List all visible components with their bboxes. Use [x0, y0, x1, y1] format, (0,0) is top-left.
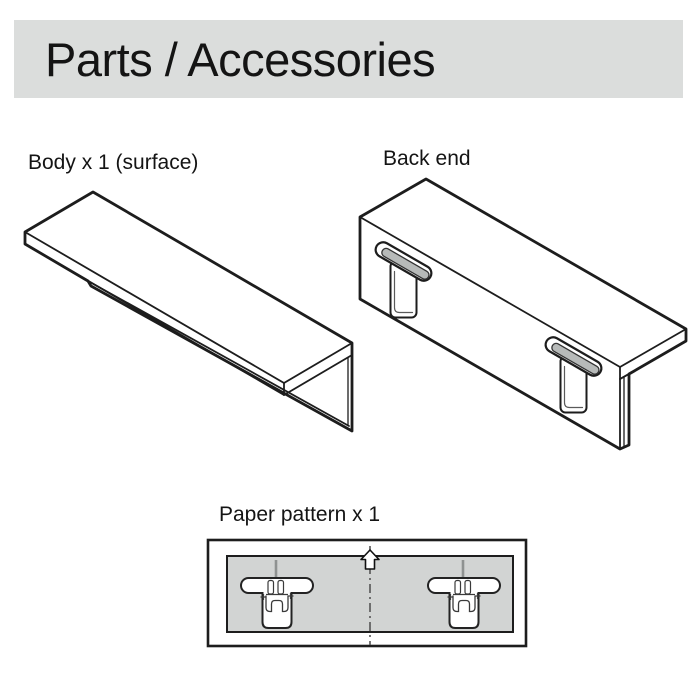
- paper-pattern-diagram: [206, 538, 528, 648]
- back-end-isometric-drawing: [358, 177, 688, 451]
- figure-label-back-end: Back end: [383, 147, 471, 170]
- figure-label-body: Body x 1 (surface): [28, 151, 199, 174]
- body-isometric-drawing: [23, 190, 354, 433]
- page-title: Parts / Accessories: [45, 32, 436, 86]
- header-banner: Parts / Accessories: [14, 20, 683, 98]
- figure-label-paper-pattern: Paper pattern x 1: [219, 503, 381, 526]
- up-arrow-icon: [360, 549, 380, 570]
